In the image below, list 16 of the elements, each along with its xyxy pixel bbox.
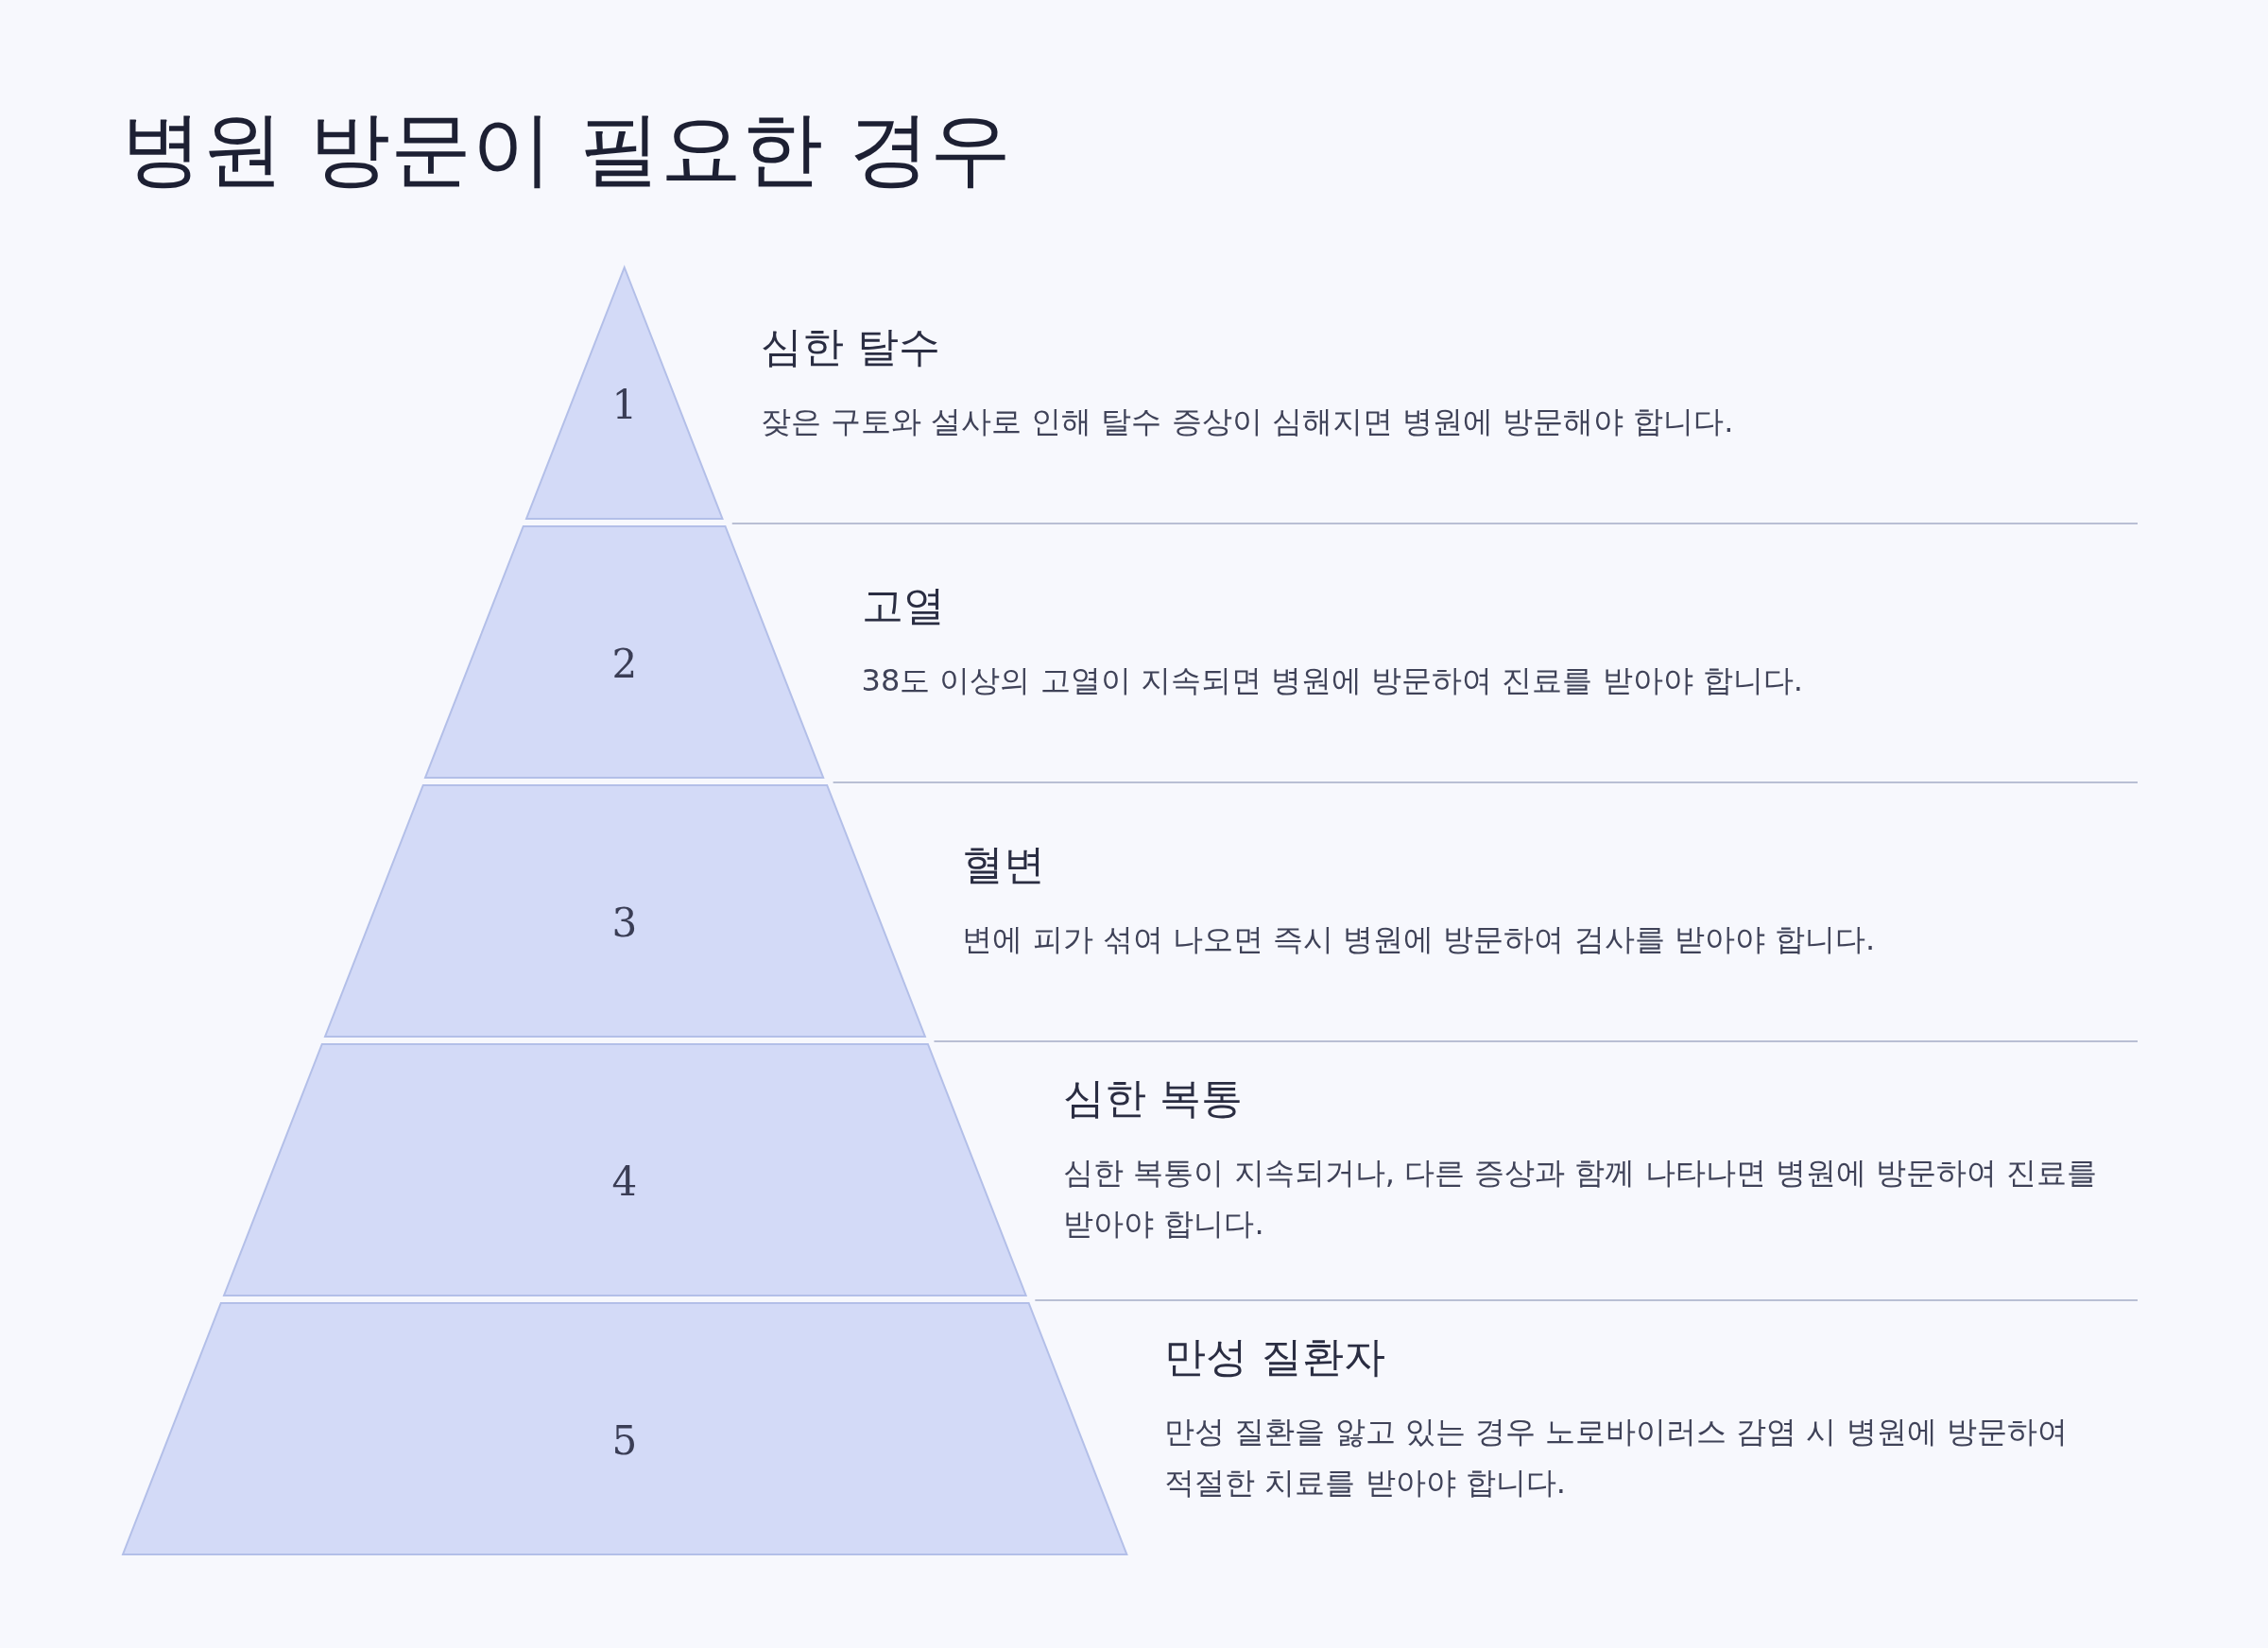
tier-number: 4 <box>611 1158 638 1205</box>
tier-number: 1 <box>611 381 638 428</box>
tier-heading: 고열 <box>861 580 946 632</box>
tier-heading: 심한 탈수 <box>760 321 941 373</box>
tier-number: 3 <box>611 899 638 946</box>
tier-description: 만성 질환을 앓고 있는 경우 노로바이러스 감염 시 병원에 방문하여 적절한 치료를 받아야 합니다. <box>1164 1413 2069 1503</box>
title: 병원 방문이 필요한 경우 <box>121 100 1011 197</box>
tier-heading: 혈변 <box>962 839 1047 891</box>
tier-heading: 심한 복통 <box>1063 1073 1245 1124</box>
tier-heading: 만성 질환자 <box>1164 1331 1387 1383</box>
tier-description: 변에 피가 섞여 나오면 즉시 병원에 방문하여 검사를 받아야 합니다. <box>962 920 1877 960</box>
tier-description: 잦은 구토와 설사로 인해 탈수 증상이 심해지면 병원에 방문해야 합니다. <box>760 403 1735 442</box>
tier-description: 38도 이상의 고열이 지속되면 병원에 방문하여 진료를 받아야 합니다. <box>861 661 1804 701</box>
tier-description: 심한 복통이 지속되거나, 다른 증상과 함께 나타나면 병원에 방문하여 진료를 받아야 합니다. <box>1063 1154 2099 1245</box>
tier-number: 5 <box>611 1416 638 1464</box>
tier-number: 2 <box>611 640 638 687</box>
